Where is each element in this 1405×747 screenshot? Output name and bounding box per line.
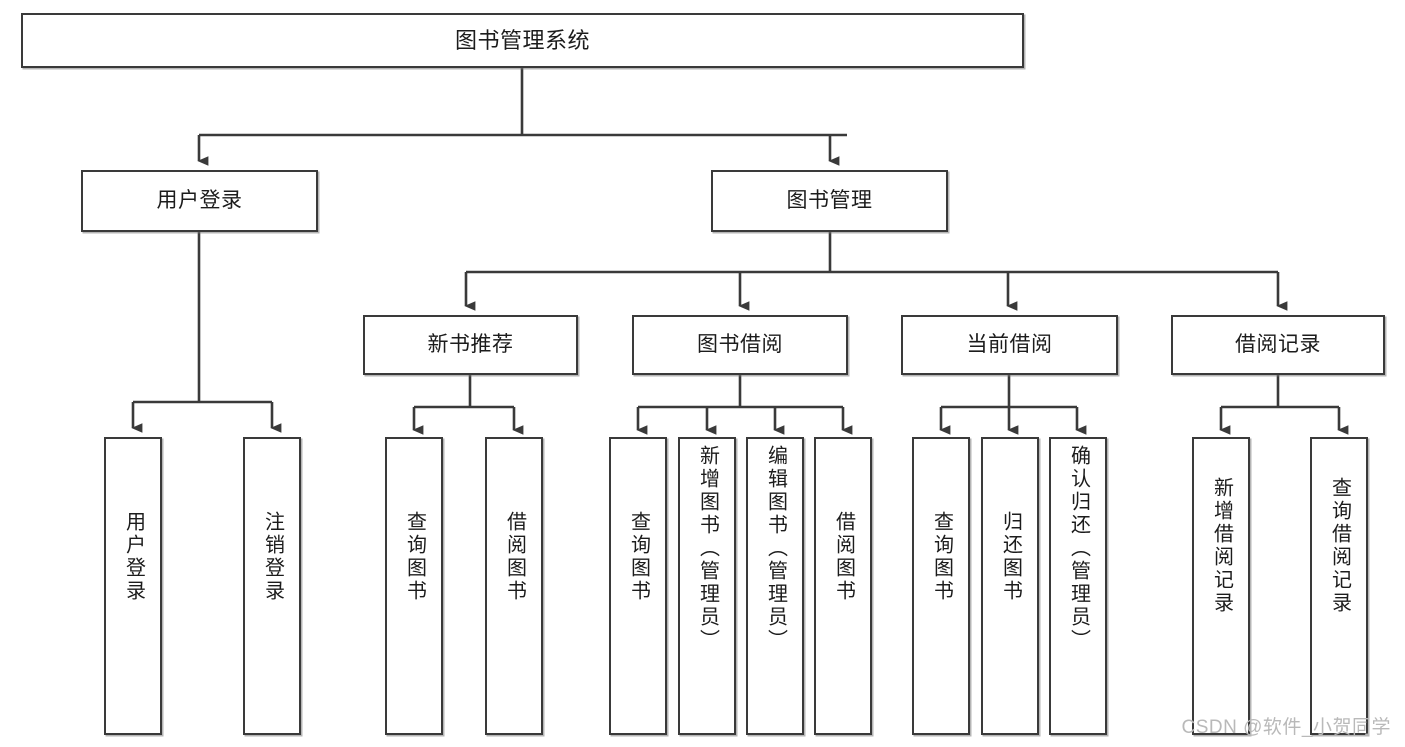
node-borrow-record[interactable]: 借阅记录 [1171,315,1385,375]
node-book-manage[interactable]: 图书管理 [711,170,948,232]
node-label: 图书借阅 [697,332,783,356]
node-leaf-edit-book-admin[interactable]: 编辑图书（管理员） [746,437,804,735]
node-label: 用户登录 [122,511,145,603]
node-leaf-borrow-book-recommend[interactable]: 借阅图书 [485,437,543,735]
node-leaf-query-borrow-record[interactable]: 查询借阅记录 [1310,437,1368,735]
node-leaf-return-book[interactable]: 归还图书 [981,437,1039,735]
node-leaf-add-book-admin[interactable]: 新增图书（管理员） [678,437,736,735]
node-user-login[interactable]: 用户登录 [81,170,318,232]
node-leaf-user-login[interactable]: 用户登录 [104,437,162,735]
node-label: 归还图书 [999,511,1022,603]
node-label: 新书推荐 [427,332,514,356]
node-leaf-borrow-book-borrow[interactable]: 借阅图书 [814,437,872,735]
node-root-book-management-system[interactable]: 图书管理系统 [21,13,1024,68]
node-label: 注销登录 [261,511,284,603]
node-label: 确认归还（管理员） [1067,445,1090,652]
node-label: 用户登录 [156,188,243,212]
node-book-borrow[interactable]: 图书借阅 [632,315,848,375]
node-label: 图书管理系统 [454,27,590,53]
node-label: 借阅图书 [832,511,855,603]
node-current-borrow[interactable]: 当前借阅 [901,315,1118,375]
node-leaf-query-book-current[interactable]: 查询图书 [912,437,970,735]
node-leaf-query-book-borrow[interactable]: 查询图书 [609,437,667,735]
node-label: 借阅图书 [503,511,526,603]
node-label: 新增图书（管理员） [696,445,719,652]
node-leaf-confirm-return-admin[interactable]: 确认归还（管理员） [1049,437,1107,735]
node-leaf-query-book-recommend[interactable]: 查询图书 [385,437,443,735]
node-label: 新增借阅记录 [1210,477,1233,615]
node-label: 图书管理 [786,188,873,212]
csdn-watermark: CSDN @软件_小贺同学 [1181,717,1391,738]
node-leaf-add-borrow-record[interactable]: 新增借阅记录 [1192,437,1250,735]
node-label: 借阅记录 [1235,332,1321,356]
node-label: 查询图书 [403,511,426,603]
node-label: 编辑图书（管理员） [764,445,787,652]
node-leaf-logout[interactable]: 注销登录 [243,437,301,735]
node-new-book-recommend[interactable]: 新书推荐 [363,315,578,375]
node-label: 查询图书 [930,511,953,603]
node-label: 当前借阅 [966,332,1053,356]
node-label: 查询图书 [627,511,650,603]
node-label: 查询借阅记录 [1328,477,1351,615]
